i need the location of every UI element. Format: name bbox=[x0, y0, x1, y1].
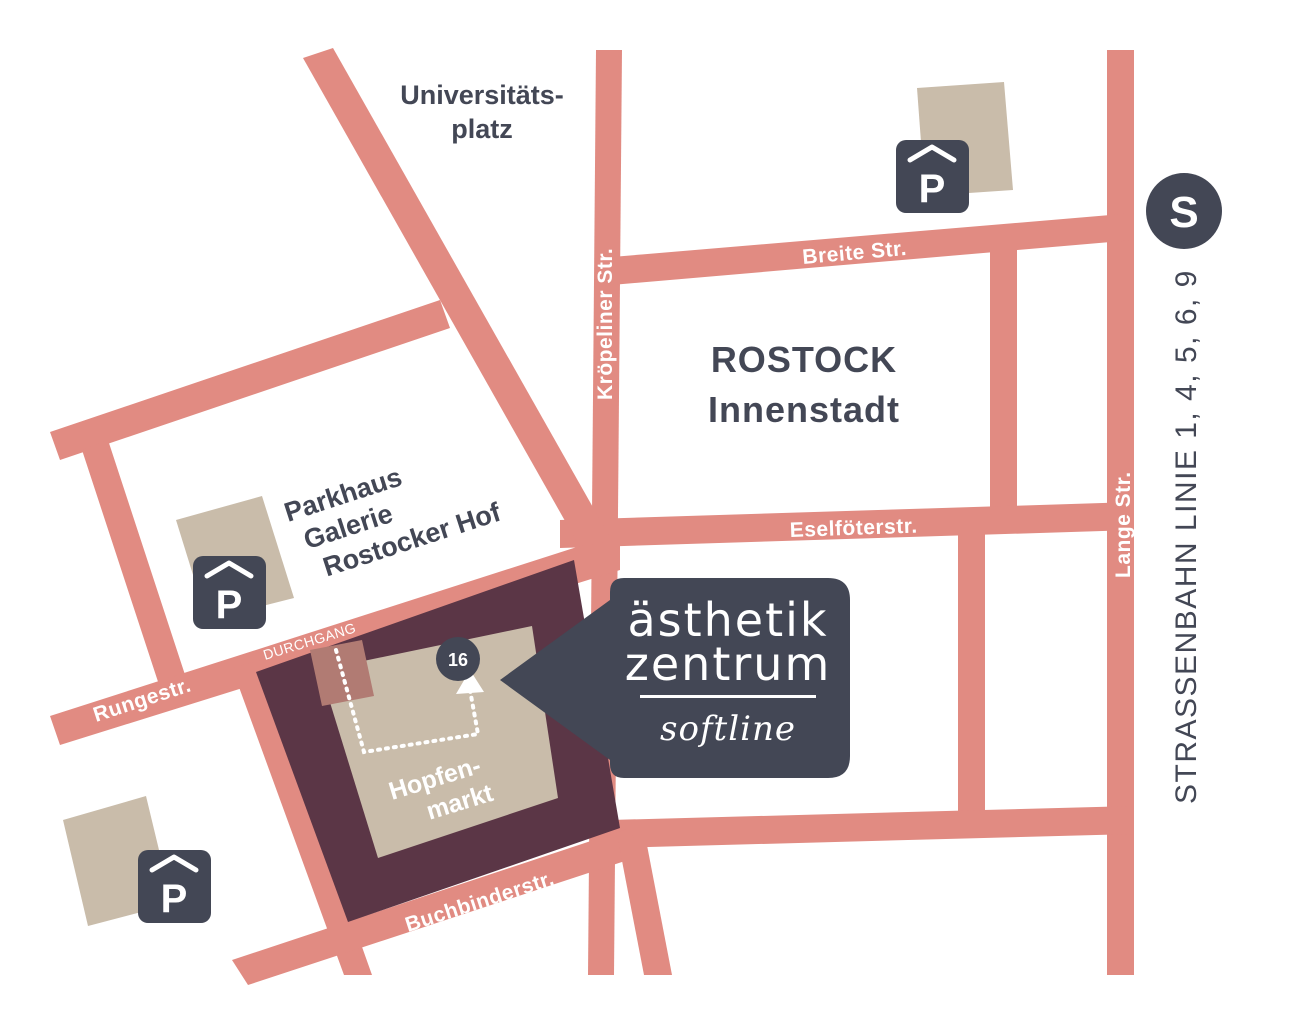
walking-route bbox=[334, 648, 481, 755]
label-lange-str: Lange Str. bbox=[1112, 471, 1135, 578]
road-west-vertical bbox=[82, 440, 190, 700]
hopfenmarkt-square bbox=[320, 626, 558, 858]
label-district-line2: Innenstadt bbox=[708, 389, 900, 430]
route-arrow-icon bbox=[456, 670, 484, 694]
brand-line2: zentrum bbox=[625, 637, 832, 691]
parking-letter-1: P bbox=[919, 167, 946, 211]
brand-divider bbox=[640, 695, 816, 698]
road-eselfoeter-str bbox=[560, 502, 1134, 548]
parking-garage-icon: P bbox=[138, 850, 211, 923]
road-breite-str bbox=[600, 213, 1134, 286]
road-diagonal-upper bbox=[50, 300, 450, 460]
brand-line1: ästhetik bbox=[627, 593, 828, 647]
label-universitaetsplatz-line2: platz bbox=[451, 114, 513, 144]
road-hopfenmarkt-west bbox=[232, 660, 372, 975]
brand-callout: ästhetik zentrum softline bbox=[500, 578, 850, 778]
label-eselfoeter-str: Eselföterstr. bbox=[789, 515, 918, 542]
label-kroepeliner-str: Kröpeliner Str. bbox=[594, 248, 617, 400]
s-bahn-letter: S bbox=[1169, 188, 1198, 237]
road-runge-str bbox=[50, 540, 620, 745]
brand-script: softline bbox=[660, 709, 796, 749]
callout-bubble bbox=[500, 578, 850, 778]
road-network bbox=[50, 48, 1134, 985]
building-number-marker bbox=[436, 637, 480, 681]
label-universitaetsplatz-line1: Universitäts- bbox=[400, 80, 564, 110]
s-bahn-icon bbox=[1146, 173, 1222, 249]
parking-letter-3: P bbox=[161, 877, 188, 921]
road-diagonal-north bbox=[303, 48, 616, 558]
building-number: 16 bbox=[448, 650, 468, 670]
label-parkhaus: Parkhaus Galerie Rostocker Hof bbox=[281, 462, 506, 583]
parking-garage-icon: P bbox=[896, 140, 969, 213]
road-hopfenmarkt-east bbox=[618, 840, 672, 975]
road-south-east bbox=[610, 806, 1134, 848]
road-connector-south bbox=[958, 530, 985, 820]
parking-letter-2: P bbox=[216, 583, 243, 627]
parking-garage-icon: P bbox=[193, 556, 266, 629]
road-connector-north bbox=[990, 240, 1017, 510]
label-district-line1: ROSTOCK bbox=[711, 339, 897, 380]
label-tram-lines: STRASSENBAHN LINIE 1, 4, 5, 6, 9 bbox=[1170, 269, 1203, 804]
road-buchbinder-str bbox=[232, 828, 640, 985]
